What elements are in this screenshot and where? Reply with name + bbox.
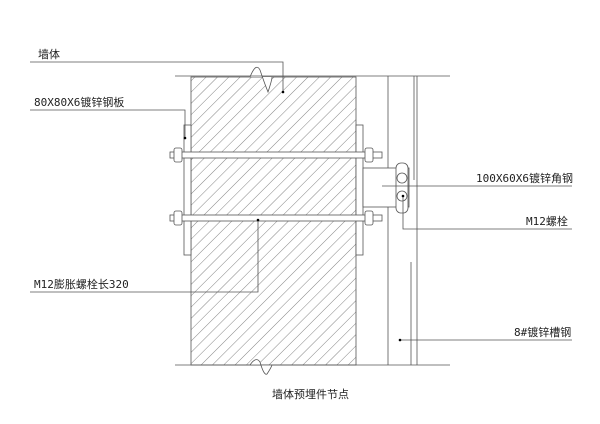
right-steel-plate [355, 124, 364, 256]
label-wall: 墙体 [38, 48, 60, 61]
bolt-lower [396, 190, 408, 202]
expansion-bolt-upper [169, 147, 383, 163]
label-bolt: M12螺栓 [526, 215, 568, 228]
label-angle-steel: 100X60X6镀锌角钢 [476, 172, 573, 185]
drawing-title: 墙体预埋件节点 [272, 388, 349, 401]
label-expansion-bolt: M12膨胀螺栓长320 [34, 278, 129, 291]
angle-steel [362, 162, 410, 214]
label-steel-plate: 80X80X6镀锌钢板 [34, 96, 125, 109]
break-mark-top [249, 66, 273, 94]
left-steel-plate [183, 124, 192, 256]
break-mark-bottom [249, 359, 273, 375]
expansion-bolt-lower [169, 210, 383, 226]
label-channel-steel: 8#镀锌槽钢 [514, 326, 572, 339]
bolt-upper [396, 172, 408, 184]
